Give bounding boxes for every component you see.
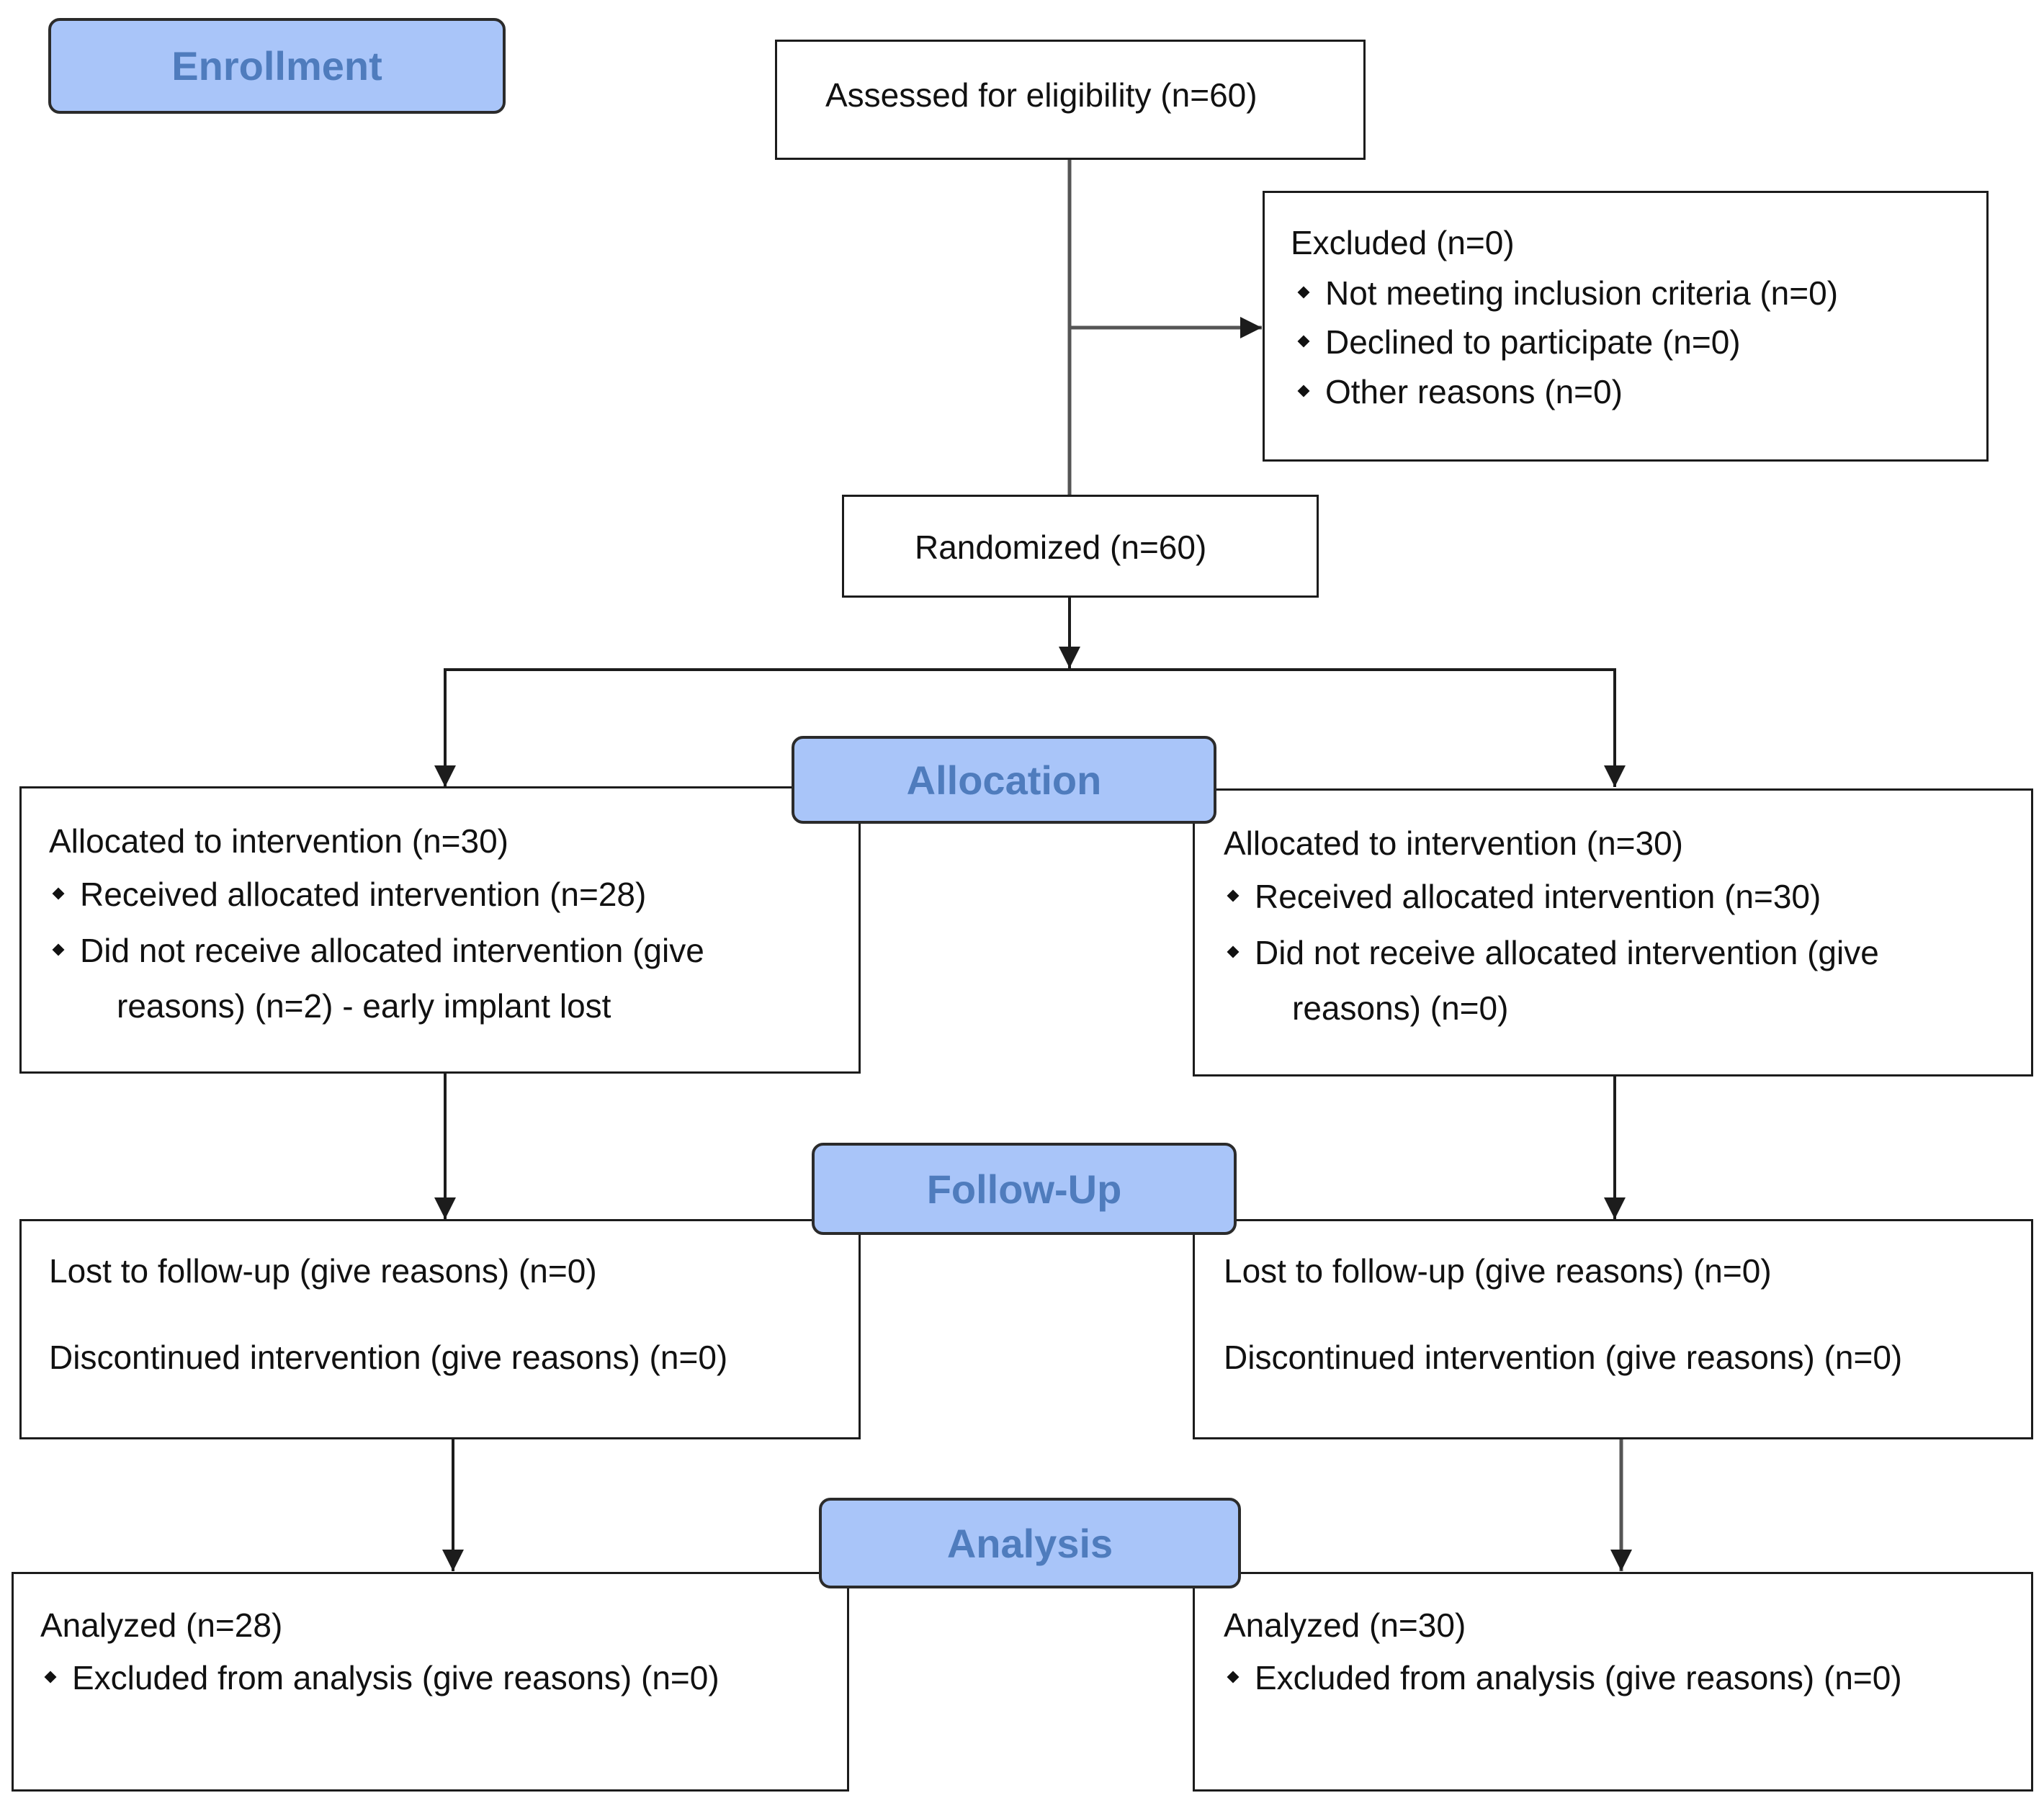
allocation-right-title: Allocated to intervention (n=30) <box>1224 824 1684 862</box>
analysis-right-box: Analyzed (n=30) Excluded from analysis (… <box>1193 1572 2033 1792</box>
stage-allocation-label: Allocation <box>906 757 1102 803</box>
excluded-item: Other reasons (n=0) <box>1297 375 1623 408</box>
analysis-left-excluded: Excluded from analysis (give reasons) (n… <box>44 1661 720 1694</box>
analysis-right-title: Analyzed (n=30) <box>1224 1606 1466 1644</box>
bullet-icon <box>44 1671 57 1684</box>
allocation-left-not-received: Did not receive allocated intervention (… <box>52 934 704 967</box>
followup-left-lost: Lost to follow-up (give reasons) (n=0) <box>49 1252 597 1290</box>
stage-followup-label: Follow-Up <box>926 1166 1122 1212</box>
allocation-right-not-received: Did not receive allocated intervention (… <box>1227 936 1879 969</box>
analysis-left-box: Analyzed (n=28) Excluded from analysis (… <box>12 1572 849 1792</box>
stage-enrollment-label: Enrollment <box>171 43 382 89</box>
assessed-text: Assessed for eligibility (n=60) <box>825 76 1258 114</box>
bullet-icon <box>1227 1671 1240 1684</box>
excluded-box: Excluded (n=0) Not meeting inclusion cri… <box>1263 191 1989 462</box>
analysis-right-excluded: Excluded from analysis (give reasons) (n… <box>1227 1661 1902 1694</box>
bullet-icon <box>1297 385 1310 397</box>
stage-allocation-header: Allocation <box>792 736 1216 824</box>
analysis-left-title: Analyzed (n=28) <box>40 1606 283 1644</box>
bullet-icon <box>52 943 65 956</box>
allocation-left-received: Received allocated intervention (n=28) <box>52 878 646 911</box>
bullet-icon <box>1227 889 1240 902</box>
randomized-text: Randomized (n=60) <box>915 529 1207 566</box>
bullet-icon <box>52 887 65 900</box>
stage-enrollment-header: Enrollment <box>48 18 506 114</box>
followup-right-discontinued: Discontinued intervention (give reasons)… <box>1224 1339 1903 1376</box>
allocation-right-not-received-cont: reasons) (n=0) <box>1292 989 1509 1027</box>
allocation-right-received: Received allocated intervention (n=30) <box>1227 880 1821 913</box>
bullet-icon <box>1297 335 1310 348</box>
allocation-left-title: Allocated to intervention (n=30) <box>49 822 509 860</box>
followup-left-box: Lost to follow-up (give reasons) (n=0) D… <box>19 1219 861 1439</box>
bullet-icon <box>1227 945 1240 958</box>
followup-right-lost: Lost to follow-up (give reasons) (n=0) <box>1224 1252 1772 1290</box>
stage-followup-header: Follow-Up <box>812 1143 1237 1235</box>
allocation-right-box: Allocated to intervention (n=30) Receive… <box>1193 788 2033 1076</box>
stage-analysis-label: Analysis <box>946 1520 1113 1566</box>
assessed-box: Assessed for eligibility (n=60) <box>775 40 1366 160</box>
followup-left-discontinued: Discontinued intervention (give reasons)… <box>49 1339 728 1376</box>
randomized-box: Randomized (n=60) <box>842 495 1319 598</box>
excluded-item: Not meeting inclusion criteria (n=0) <box>1297 277 1838 310</box>
stage-analysis-header: Analysis <box>819 1498 1241 1588</box>
allocation-left-box: Allocated to intervention (n=30) Receive… <box>19 786 861 1074</box>
excluded-title: Excluded (n=0) <box>1291 224 1515 261</box>
excluded-item: Declined to participate (n=0) <box>1297 325 1741 359</box>
bullet-icon <box>1297 286 1310 299</box>
allocation-left-not-received-cont: reasons) (n=2) - early implant lost <box>117 987 611 1025</box>
followup-right-box: Lost to follow-up (give reasons) (n=0) D… <box>1193 1219 2033 1439</box>
